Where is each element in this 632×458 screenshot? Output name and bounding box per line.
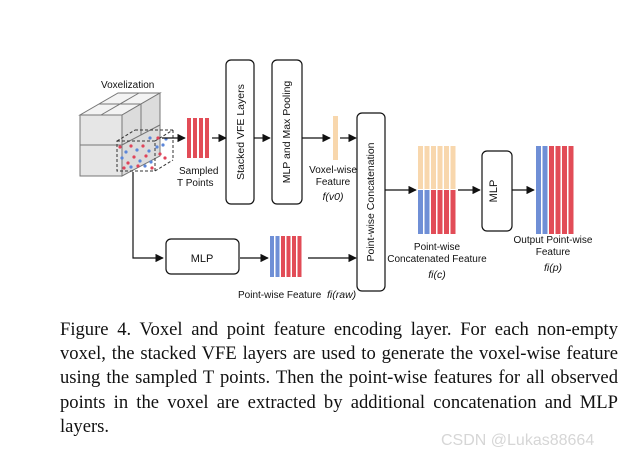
sampled-label-2: T Points bbox=[177, 178, 214, 189]
concat-feature-top-bars-bar bbox=[437, 146, 443, 189]
sampled-points-bars-bar bbox=[199, 118, 203, 158]
output-feature-bars-bar bbox=[542, 146, 548, 234]
point-dot bbox=[155, 145, 159, 149]
concat-feature-bottom-bars-bar bbox=[450, 190, 456, 234]
point-dot bbox=[147, 149, 151, 153]
concat-feature-bottom-bars-bar bbox=[444, 190, 449, 234]
point-dot bbox=[138, 159, 142, 163]
mlp-right-box bbox=[481, 150, 513, 232]
concat-feature-bottom-bars-bar bbox=[424, 190, 430, 234]
mlp-right-label: MLP bbox=[488, 180, 500, 203]
watermark: CSDN @Lukas88664 bbox=[441, 432, 595, 449]
output-feature-label-1: Output Point-wise bbox=[514, 235, 593, 246]
point-dot bbox=[143, 164, 147, 168]
stacked-vfe-box bbox=[225, 59, 255, 205]
voxel-points bbox=[118, 136, 168, 170]
point-dot bbox=[156, 136, 160, 140]
pointwise-feature-bars-bar bbox=[270, 236, 274, 277]
pointwise-feature-bars-bar bbox=[275, 236, 280, 277]
concat-feature-bottom-bars-bar bbox=[431, 190, 436, 234]
output-feature-bars bbox=[536, 146, 574, 234]
branch-line bbox=[132, 172, 164, 263]
point-dot bbox=[158, 152, 162, 156]
pointwise-feature-bars-bar bbox=[297, 236, 302, 277]
concat-feature-top-bars-bar bbox=[418, 146, 423, 189]
concat-feature-top-bars-bar bbox=[424, 146, 430, 189]
mlp-maxpool-label: MLP and Max Pooling bbox=[281, 81, 293, 184]
figure-caption: Figure 4. Voxel and point feature encodi… bbox=[60, 319, 618, 437]
output-symbol: fi(p) bbox=[544, 262, 562, 274]
mlp-maxpool-box bbox=[271, 59, 303, 205]
concat-feature-top-bars-bar bbox=[444, 146, 449, 189]
point-dot bbox=[120, 156, 124, 160]
sampled-points-bars-bar bbox=[187, 118, 191, 158]
point-dot bbox=[149, 160, 153, 164]
pointwise-concat-label: Point-wise Concatenation bbox=[365, 142, 377, 261]
point-dot bbox=[118, 145, 122, 149]
sampled-label-1: Sampled bbox=[179, 166, 218, 177]
point-dot bbox=[122, 166, 126, 170]
output-feature-bars-bar bbox=[536, 146, 541, 234]
point-dot bbox=[126, 161, 130, 165]
point-dot bbox=[129, 165, 133, 169]
concat-feature-bottom-bars bbox=[418, 190, 456, 234]
voxelwise-label-1: Voxel-wise bbox=[309, 165, 357, 176]
feature-bars bbox=[187, 116, 574, 277]
mlp-bottom-box bbox=[165, 238, 240, 275]
concat-feature-top-bars bbox=[418, 146, 456, 189]
point-dot bbox=[124, 150, 128, 154]
pointwise-concat-box bbox=[356, 112, 386, 292]
pointwise-feature-bars-bar bbox=[281, 236, 285, 277]
sampled-points-bars-bar bbox=[205, 118, 209, 158]
output-feature-bars-bar bbox=[555, 146, 561, 234]
voxelization-label: Voxelization bbox=[101, 80, 154, 91]
output-feature-bars-bar bbox=[562, 146, 567, 234]
output-feature-bars-bar bbox=[549, 146, 554, 234]
point-dot bbox=[144, 154, 148, 158]
pointwise-symbol: fi(raw) bbox=[327, 289, 356, 301]
voxelwise-label-2: Feature bbox=[316, 177, 351, 188]
point-dot bbox=[141, 144, 145, 148]
voxelwise-feature-bar-bar bbox=[333, 116, 338, 160]
pointwise-feature-bars bbox=[270, 236, 302, 277]
voxelwise-feature-bar bbox=[333, 116, 338, 160]
voxelwise-symbol: f(v0) bbox=[323, 191, 344, 203]
point-dot bbox=[129, 144, 133, 148]
point-dot bbox=[150, 166, 154, 170]
concat-feature-top-bars-bar bbox=[450, 146, 456, 189]
output-feature-label-2: Feature bbox=[536, 247, 571, 258]
voxel-cube bbox=[78, 92, 162, 177]
point-dot bbox=[136, 164, 140, 168]
point-dot bbox=[148, 136, 152, 140]
point-dot bbox=[132, 155, 136, 159]
concat-feature-label-1: Point-wise bbox=[414, 242, 461, 253]
concat-feature-bottom-bars-bar bbox=[437, 190, 443, 234]
concat-feature-label-2: Concatenated Feature bbox=[387, 254, 487, 265]
selected-voxel bbox=[116, 129, 174, 172]
concat-feature-bottom-bars-bar bbox=[418, 190, 423, 234]
point-dot bbox=[135, 148, 139, 152]
point-dot bbox=[163, 156, 167, 160]
point-dot bbox=[161, 143, 165, 147]
concat-symbol: fi(c) bbox=[428, 269, 446, 281]
output-feature-bars-bar bbox=[568, 146, 574, 234]
pointwise-feature-bars-bar bbox=[292, 236, 296, 277]
stacked-vfe-label: Stacked VFE Layers bbox=[235, 84, 247, 180]
mlp-bottom-label: MLP bbox=[191, 253, 214, 265]
concat-feature-top-bars-bar bbox=[431, 146, 436, 189]
sampled-points-bars-bar bbox=[193, 118, 197, 158]
pointwise-feature-bars-bar bbox=[286, 236, 291, 277]
sampled-points-bars bbox=[187, 118, 209, 158]
connector-lines bbox=[132, 133, 535, 263]
pointwise-feature-label: Point-wise Feature bbox=[238, 290, 322, 301]
